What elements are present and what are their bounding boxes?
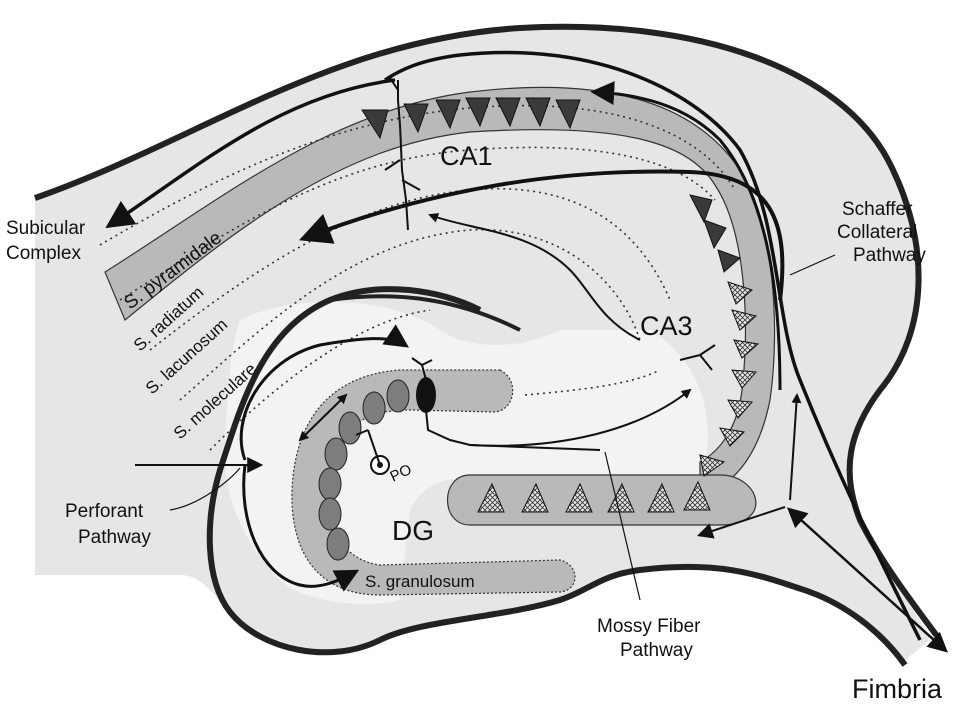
label-mossy-fiber: Mossy Fiber [597, 616, 701, 637]
granule-cell-dark [416, 377, 436, 413]
label-schaffer: Schaffer [842, 199, 913, 220]
label-perforant: Perforant [65, 501, 144, 522]
label-s-granulosum: S. granulosum [365, 572, 475, 591]
label-perforant-pathway: Pathway [78, 527, 151, 548]
label-subicular: Subicular [6, 218, 86, 239]
label-mossy-pathway: Pathway [620, 640, 693, 661]
label-schaffer-pathway: Pathway [853, 245, 926, 266]
label-ca1: CA1 [440, 141, 493, 171]
label-collateral: Collateral [837, 222, 917, 243]
label-dg: DG [392, 515, 434, 546]
label-complex: Complex [6, 243, 81, 264]
label-fimbria: Fimbria [852, 674, 943, 703]
label-ca3: CA3 [640, 311, 693, 341]
